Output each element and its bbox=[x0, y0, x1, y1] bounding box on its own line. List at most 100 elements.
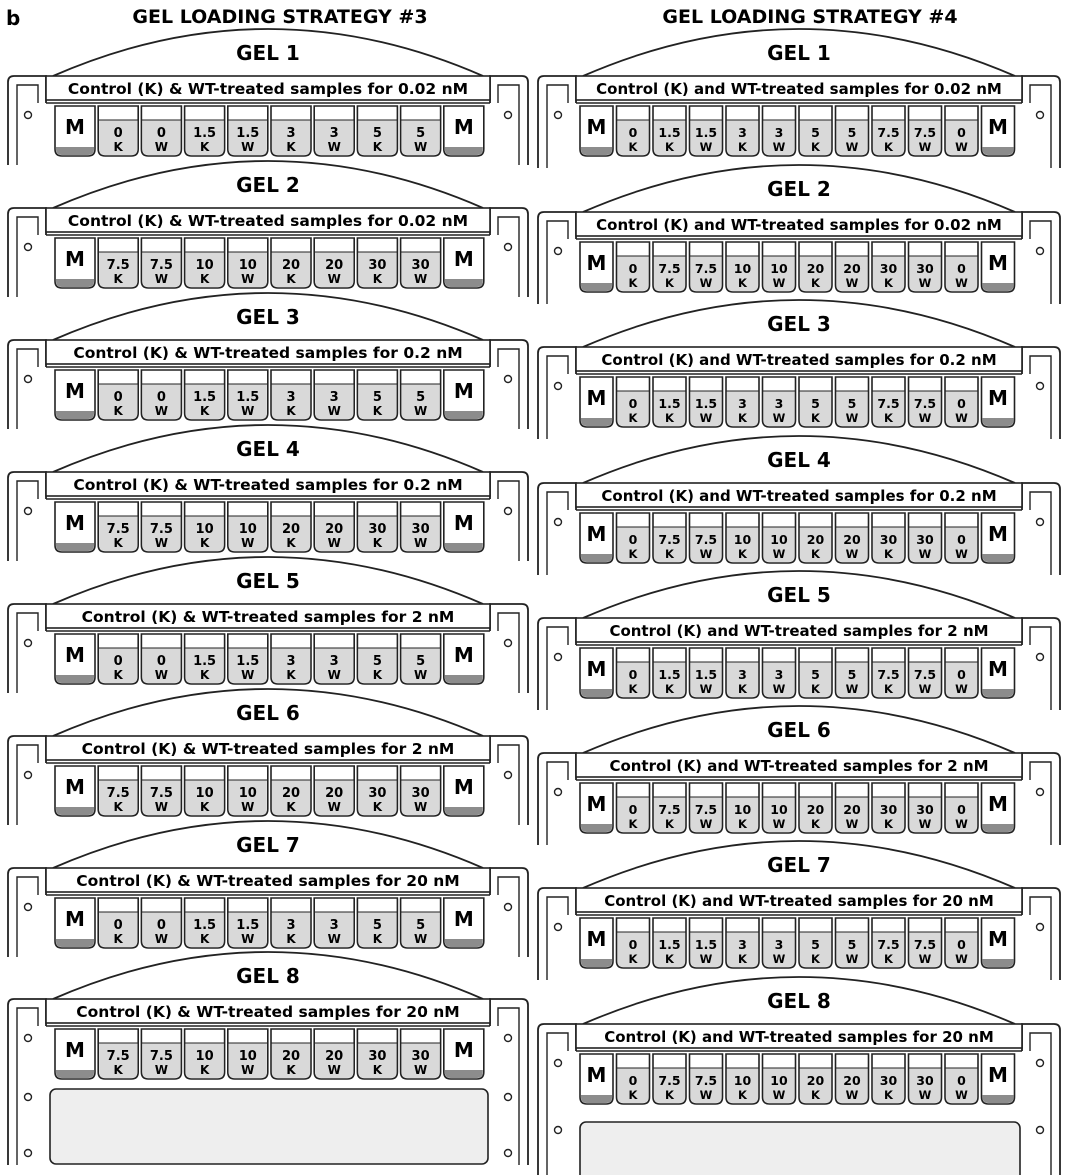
sample-lane: 10K bbox=[185, 238, 225, 288]
lane-concentration: 0 bbox=[629, 532, 638, 547]
sample-lane: 20K bbox=[271, 502, 311, 552]
gel-caption: Control (K) and WT-treated samples for 2… bbox=[604, 892, 994, 910]
lane-concentration: 7.5 bbox=[658, 532, 680, 547]
marker-band bbox=[983, 689, 1014, 697]
lane-concentration: 3 bbox=[775, 667, 784, 682]
lane-concentration: 5 bbox=[848, 396, 857, 411]
lane-sample-type: W bbox=[328, 1063, 341, 1077]
lane-concentration: 10 bbox=[239, 786, 257, 801]
gel-frame-left-inner bbox=[17, 481, 38, 561]
lane-sample-type: W bbox=[414, 536, 427, 550]
lane-sample-type: W bbox=[241, 668, 254, 682]
gel-frame-right bbox=[490, 868, 528, 957]
gel-frame-right bbox=[1022, 1024, 1060, 1175]
lane-concentration: 0 bbox=[957, 532, 966, 547]
lane-concentration: 1.5 bbox=[236, 654, 259, 669]
sample-lane: 1.5K bbox=[185, 370, 225, 420]
gel-caption: Control (K) & WT-treated samples for 0.2… bbox=[73, 344, 462, 362]
lane-sample-type: K bbox=[629, 547, 639, 561]
sample-lane: 0W bbox=[945, 918, 978, 968]
lane-concentration: 20 bbox=[282, 1049, 300, 1064]
lane-concentration: 30 bbox=[412, 786, 430, 801]
lane-concentration: 7.5 bbox=[914, 396, 936, 411]
sample-lane: 10W bbox=[228, 766, 268, 816]
lane-concentration: 0 bbox=[629, 802, 638, 817]
sample-lane: 10K bbox=[185, 1029, 225, 1079]
lane-sample-type: W bbox=[241, 140, 254, 154]
lane-concentration: 0 bbox=[957, 261, 966, 276]
lane-concentration: 1.5 bbox=[193, 390, 216, 405]
lane-sample-type: W bbox=[328, 932, 341, 946]
sample-lane: 7.5K bbox=[98, 1029, 138, 1079]
sample-lane: 20K bbox=[271, 766, 311, 816]
lane-concentration: 3 bbox=[330, 654, 339, 669]
lane-sample-type: W bbox=[414, 800, 427, 814]
lane-sample-type: K bbox=[884, 682, 894, 696]
gel-title: GEL 1 bbox=[236, 41, 300, 65]
lane-sample-type: W bbox=[846, 547, 859, 561]
lane-sample-type: W bbox=[955, 411, 968, 425]
gel-caption: Control (K) & WT-treated samples for 0.0… bbox=[68, 212, 468, 230]
lane-concentration: 7.5 bbox=[877, 396, 899, 411]
sample-lane: 5K bbox=[357, 898, 397, 948]
lane-concentration: 0 bbox=[114, 918, 123, 933]
lane-concentration: 30 bbox=[916, 261, 934, 276]
gel-unit: GEL 5Control (K) and WT-treated samples … bbox=[538, 571, 1060, 710]
lane-concentration: 3 bbox=[775, 125, 784, 140]
gel-frame-left bbox=[538, 888, 576, 980]
lane-sample-type: K bbox=[286, 932, 296, 946]
lane-concentration: 7.5 bbox=[107, 258, 130, 273]
lane-concentration: 10 bbox=[239, 522, 257, 537]
marker-lane: M bbox=[982, 242, 1015, 292]
lane-sample-type: K bbox=[114, 404, 124, 418]
sample-lane: 0W bbox=[945, 377, 978, 427]
lane-concentration: 10 bbox=[734, 802, 752, 817]
lane-concentration: 7.5 bbox=[150, 786, 173, 801]
lane-sample-type: W bbox=[846, 140, 859, 154]
lane-label: M bbox=[988, 522, 1008, 546]
lane-concentration: 0 bbox=[629, 937, 638, 952]
gel-side-hole bbox=[505, 1094, 512, 1101]
lane-concentration: 3 bbox=[738, 125, 747, 140]
lane-concentration: 20 bbox=[282, 786, 300, 801]
gel-title: GEL 4 bbox=[236, 437, 300, 461]
sample-lane: 10W bbox=[228, 1029, 268, 1079]
lane-label: M bbox=[65, 511, 85, 535]
lane-concentration: 5 bbox=[848, 937, 857, 952]
gel-side-hole bbox=[1037, 1060, 1044, 1067]
sample-lane: 3K bbox=[271, 634, 311, 684]
lane-sample-type: K bbox=[114, 140, 124, 154]
sample-lane: 7.5W bbox=[909, 377, 942, 427]
gel-frame-left-inner bbox=[547, 1033, 568, 1175]
marker-lane: M bbox=[580, 648, 613, 698]
lane-concentration: 30 bbox=[916, 532, 934, 547]
lane-concentration: 0 bbox=[957, 667, 966, 682]
marker-lane: M bbox=[444, 502, 484, 552]
gel-unit: GEL 1Control (K) and WT-treated samples … bbox=[538, 29, 1060, 168]
lane-sample-type: K bbox=[114, 932, 124, 946]
gel-side-hole bbox=[505, 112, 512, 119]
lane-concentration: 20 bbox=[807, 532, 825, 547]
lane-concentration: 3 bbox=[330, 390, 339, 405]
lane-sample-type: K bbox=[286, 536, 296, 550]
marker-band bbox=[445, 939, 483, 947]
gel-frame-left bbox=[8, 868, 46, 957]
lane-concentration: 7.5 bbox=[658, 1073, 680, 1088]
gel-unit: GEL 7Control (K) & WT-treated samples fo… bbox=[8, 821, 528, 957]
lane-sample-type: W bbox=[241, 800, 254, 814]
lane-concentration: 20 bbox=[807, 802, 825, 817]
sample-lane: 10W bbox=[763, 783, 796, 833]
gel-frame-right bbox=[490, 736, 528, 825]
lane-sample-type: W bbox=[919, 276, 932, 290]
lane-sample-type: W bbox=[773, 276, 786, 290]
lane-label: M bbox=[988, 927, 1008, 951]
lane-concentration: 20 bbox=[325, 1049, 343, 1064]
lane-sample-type: W bbox=[700, 547, 713, 561]
sample-lane: 10W bbox=[763, 513, 796, 563]
lane-sample-type: K bbox=[114, 272, 124, 286]
lane-sample-type: K bbox=[738, 140, 748, 154]
sample-lane: 3K bbox=[271, 106, 311, 156]
lane-sample-type: K bbox=[665, 682, 675, 696]
